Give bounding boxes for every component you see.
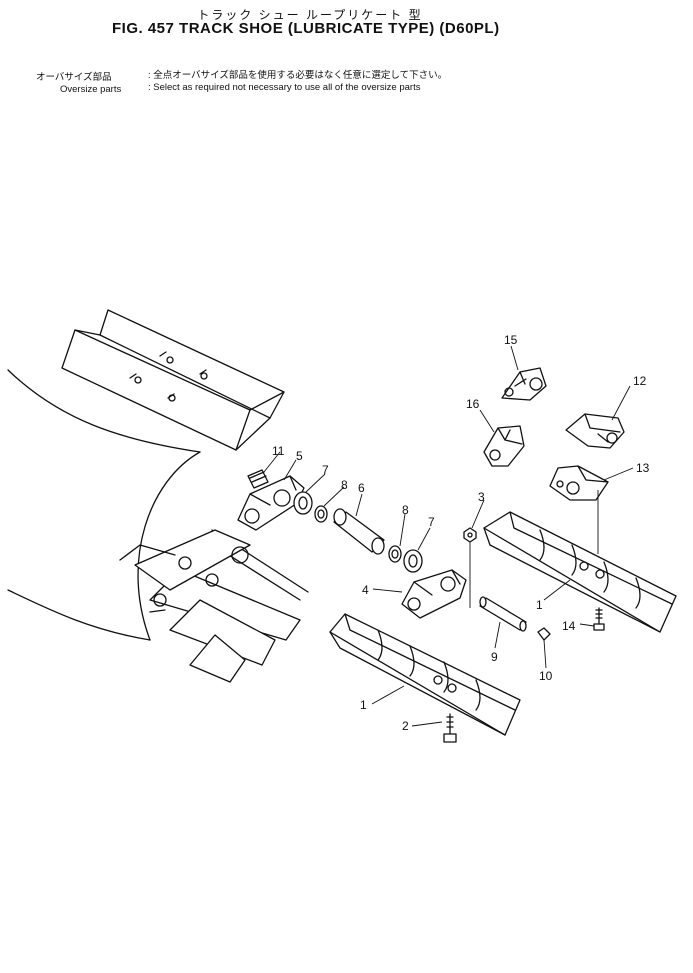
- callout-10: 10: [539, 669, 553, 683]
- callout-1-lower: 1: [360, 698, 367, 712]
- callout-7-left: 7: [322, 463, 329, 477]
- oversize-note-jp: : 全点オーバサイズ部品を使用する必要はなく任意に選定して下さい。: [148, 70, 448, 81]
- part-4-drawing: [401, 569, 467, 619]
- part-12-drawing: [565, 413, 625, 449]
- callout-6: 6: [358, 481, 365, 495]
- oversize-label-jp: オーバサイズ部品: [36, 72, 112, 83]
- part-8-left-drawing: [314, 505, 328, 523]
- part-1-upper-shoe-drawing: [483, 511, 677, 633]
- callout-11: 11: [272, 444, 285, 458]
- part-10-drawing: [537, 627, 551, 641]
- callout-13: 13: [636, 461, 650, 475]
- part-2-drawing: [443, 713, 457, 743]
- part-16-drawing: [593, 607, 605, 631]
- part-14-drawing: [501, 367, 547, 401]
- callout-labels: 15 12 16 13 11 5 7 8 6 8 7 3 4 1 9 10 1 …: [272, 333, 650, 733]
- callout-2: 2: [402, 719, 409, 733]
- callout-9: 9: [491, 650, 498, 664]
- callout-8-right: 8: [402, 503, 409, 517]
- part-1-lower-shoe-drawing: [329, 613, 521, 736]
- part-7-left-drawing: [293, 491, 313, 515]
- callout-1-upper: 1: [536, 598, 543, 612]
- part-5-drawing: [237, 475, 305, 531]
- leader-lines: [263, 345, 634, 727]
- part-9-drawing: [479, 596, 527, 632]
- part-11-drawing: [247, 469, 269, 489]
- callout-14: 15: [504, 333, 518, 347]
- callout-15: 16: [466, 397, 480, 411]
- part-3-drawing: [463, 527, 477, 543]
- part-7-right-drawing: [403, 549, 423, 573]
- callout-5: 5: [296, 449, 303, 463]
- oversize-note-en: : Select as required not necessary to us…: [148, 82, 421, 93]
- figure-title: FIG. 457 TRACK SHOE (LUBRICATE TYPE) (D6…: [112, 20, 500, 37]
- callout-7-right: 7: [428, 515, 435, 529]
- assembled-track-drawing: [7, 309, 309, 683]
- japanese-title: トラック シュー ループリケート 型: [197, 8, 423, 22]
- part-8-right-drawing: [388, 545, 402, 563]
- callout-3: 3: [478, 490, 485, 504]
- part-13-drawing: [549, 465, 609, 501]
- callout-16: 14: [562, 619, 576, 633]
- part-15-drawing: [483, 425, 525, 467]
- oversize-label-en: Oversize parts: [60, 84, 122, 95]
- part-6-drawing: [333, 508, 385, 555]
- callout-4: 4: [362, 583, 369, 597]
- callout-12: 12: [633, 374, 647, 388]
- callout-8-left: 8: [341, 478, 348, 492]
